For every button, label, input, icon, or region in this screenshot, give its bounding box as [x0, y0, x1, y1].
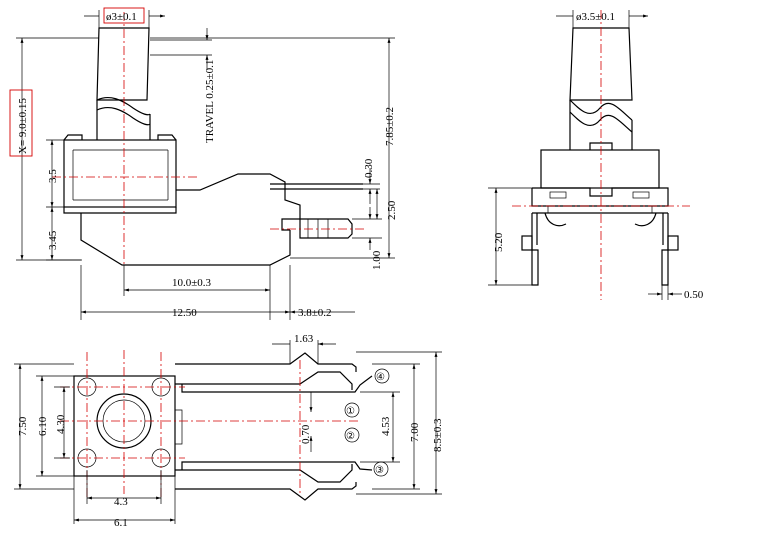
dim-side-body: 3.5 — [47, 169, 59, 183]
dim-side-travel: TRAVEL 0.25±0.1 — [204, 60, 216, 143]
dim-front-height: 5.20 — [493, 232, 505, 252]
front-body — [540, 149, 660, 189]
dim-top-r1: 4.53 — [380, 416, 392, 436]
side-view: ø3±0.1 X= 9.0±0.15 TRAVEL 0.25±0.1 7.85±… — [9, 7, 398, 320]
dim-top-r2: 7.00 — [409, 422, 421, 442]
dim-front-pin: 0.50 — [684, 289, 704, 301]
front-view: ø3.5±0.1 5.20 0.50 — [488, 10, 704, 301]
pin-label-2: ② — [346, 431, 355, 442]
side-stem-wave — [96, 96, 151, 116]
dim-side-height-x: X= 9.0±0.15 — [17, 98, 29, 154]
dim-side-len2: 12.50 — [172, 307, 197, 319]
dim-side-t3: 1.00 — [371, 250, 383, 270]
dim-side-stem-dia: ø3±0.1 — [106, 11, 137, 23]
dim-top-163: 1.63 — [294, 333, 314, 345]
side-body — [63, 139, 177, 208]
pin-label-1: ① — [346, 406, 355, 417]
dim-front-stem-dia: ø3.5±0.1 — [576, 11, 615, 23]
dim-side-t2: 2.50 — [386, 200, 398, 220]
dim-side-lower: 3.45 — [47, 230, 59, 250]
dim-top-r3: 8.5±0.3 — [432, 418, 444, 452]
dim-top-w2: 6.1 — [114, 517, 128, 529]
dim-side-overall: 7.85±0.2 — [384, 107, 396, 146]
dim-side-len3: 3.8±0.2 — [298, 307, 332, 319]
dim-side-t1: 0.30 — [363, 158, 375, 178]
dim-top-h3: 4.30 — [55, 414, 67, 434]
dim-top-h2: 6.10 — [37, 416, 49, 436]
pin-label-4: ④ — [376, 372, 385, 383]
pin-label-3: ③ — [375, 465, 384, 476]
top-body — [73, 375, 176, 477]
side-stem — [96, 27, 150, 101]
dim-side-len1: 10.0±0.3 — [172, 277, 212, 289]
dim-top-w1: 4.3 — [114, 496, 128, 508]
top-view: ④ ① ② ③ 1.63 7.50 6.10 4.30 0.70 4.53 7.… — [14, 333, 444, 529]
dim-top-mid: 0.70 — [300, 424, 312, 444]
dim-top-h1: 7.50 — [17, 416, 29, 436]
